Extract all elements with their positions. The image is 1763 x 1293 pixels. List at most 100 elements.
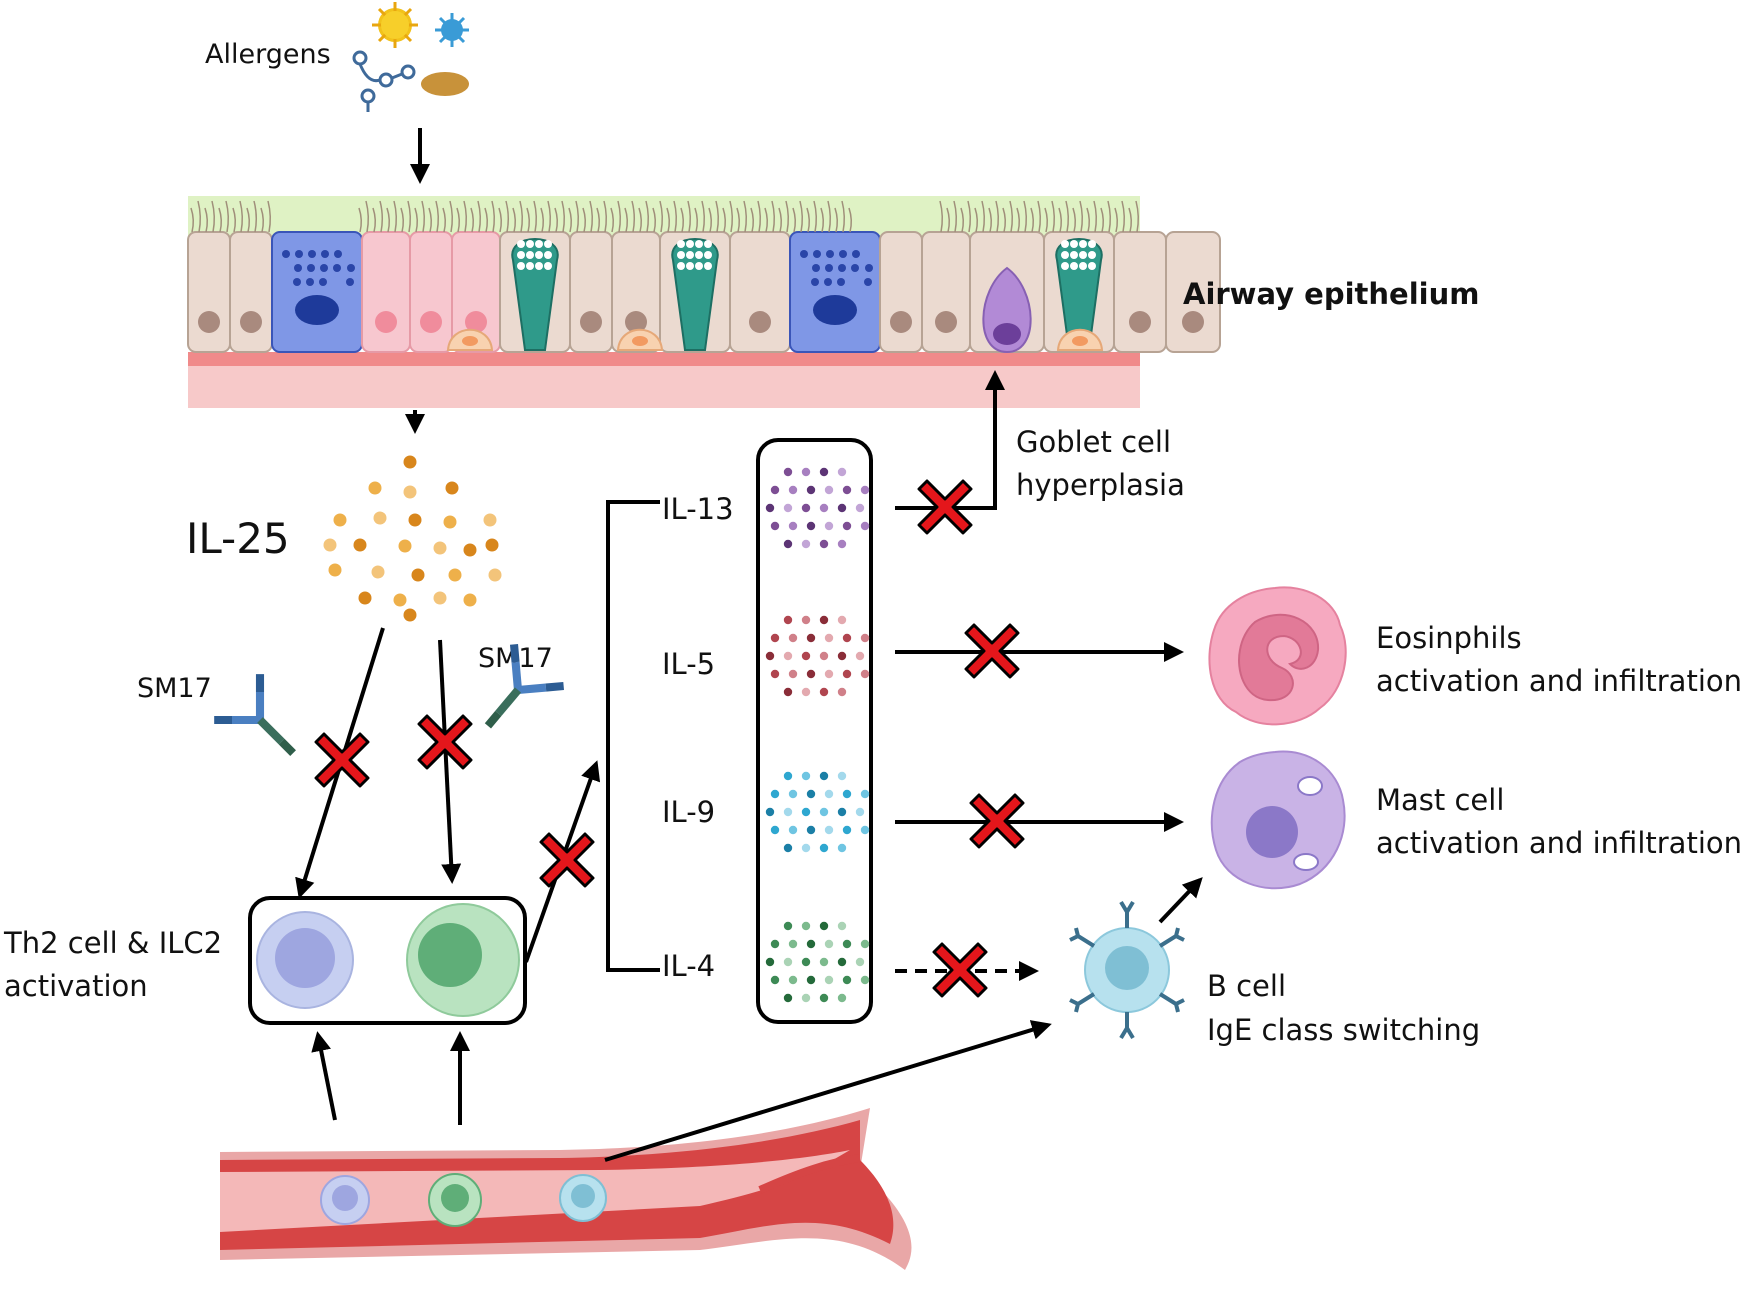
cytokine-molecule	[770, 939, 780, 949]
cytokine-molecule	[788, 633, 798, 643]
cytokine-molecule	[842, 825, 852, 835]
cytokine-molecule	[819, 687, 829, 697]
bcell-label-line1: B cell	[1207, 969, 1286, 1003]
il25-molecule	[411, 568, 425, 582]
cytokine-molecule	[860, 825, 870, 835]
cytokine-molecule	[837, 771, 847, 781]
cytokine-molecule	[765, 957, 775, 967]
airway-epithelium	[187, 196, 1221, 408]
cytokine-molecule	[824, 521, 834, 531]
cytokine-molecule	[783, 921, 793, 931]
antibody-icon-left	[214, 674, 316, 776]
cytokine-molecule	[860, 939, 870, 949]
cytokine-molecule	[860, 975, 870, 985]
cytokine-molecule	[855, 503, 865, 513]
cytokine-molecule	[801, 503, 811, 513]
il25-molecule	[333, 513, 347, 527]
cytokine-molecule	[819, 957, 829, 967]
cytokine-molecule	[860, 485, 870, 495]
cytokine-molecule	[860, 633, 870, 643]
epithelial-cell	[1165, 231, 1221, 353]
cytokine-molecule	[842, 939, 852, 949]
il25-molecule	[403, 485, 417, 499]
cytokine-molecule	[819, 771, 829, 781]
epithelial-cell	[789, 231, 881, 353]
cytokine-molecule	[788, 939, 798, 949]
cytokine-molecule	[837, 843, 847, 853]
cytokine-molecule	[801, 921, 811, 931]
epithelial-cell	[271, 231, 363, 353]
airway-epithelium-label: Airway epithelium	[1183, 277, 1479, 311]
cytokine-molecule	[765, 651, 775, 661]
cytokine-molecule	[824, 669, 834, 679]
cytokine-molecule	[819, 921, 829, 931]
mast-label-line2: activation and infiltration	[1376, 826, 1742, 860]
il25-molecule	[353, 538, 367, 552]
cytokine-molecule	[783, 651, 793, 661]
epithelial-cell	[729, 231, 791, 353]
epithelial-cell	[611, 231, 661, 353]
il25-molecule	[398, 539, 412, 553]
cytokine-molecule	[783, 807, 793, 817]
cytokine-molecule	[770, 975, 780, 985]
cytokine-molecule	[806, 825, 816, 835]
il25-molecule	[368, 481, 382, 495]
basal-cell	[616, 328, 664, 351]
pollen-icon	[372, 2, 418, 48]
arrow-vessel-to-bcell	[604, 1020, 1052, 1162]
cytokine-molecule	[842, 669, 852, 679]
arrow-il25-to-ilc2	[438, 639, 462, 884]
arrow-vessel-to-th2	[311, 1031, 337, 1121]
il25-molecule	[445, 481, 459, 495]
cytokine-molecule	[770, 825, 780, 835]
cytokine-molecule	[860, 789, 870, 799]
cytokine-molecule	[770, 669, 780, 679]
cytokine-molecule	[788, 485, 798, 495]
il25-molecule	[403, 455, 417, 469]
cytokine-molecule	[806, 485, 816, 495]
cytokine-molecule	[783, 503, 793, 513]
eosinophil-label-line1: Eosinphils	[1376, 621, 1522, 655]
cytokine-molecule	[783, 615, 793, 625]
cytokine-molecule	[801, 957, 811, 967]
cytokine-molecule	[819, 843, 829, 853]
cytokine-molecule	[819, 503, 829, 513]
cytokine-molecule	[801, 687, 811, 697]
cytokine-molecule	[783, 993, 793, 1003]
cytokine-molecule	[819, 467, 829, 477]
cytokine-molecule	[824, 789, 834, 799]
cytokine-molecule	[842, 521, 852, 531]
cytokine-bracket	[606, 500, 660, 972]
cytokine-molecule	[783, 771, 793, 781]
il25-molecule	[373, 511, 387, 525]
cytokine-molecule	[819, 615, 829, 625]
th2-ilc2-box	[248, 896, 527, 1025]
mite-icon	[435, 13, 469, 47]
il25-molecule	[463, 593, 477, 607]
arrow-il13-to-goblet	[895, 370, 1005, 510]
basal-cell	[1056, 328, 1104, 351]
il25-cytokine-cloud	[323, 455, 502, 622]
cytokine-molecule	[860, 521, 870, 531]
il25-molecule	[323, 538, 337, 552]
cytokine-molecule	[824, 633, 834, 643]
cytokine-molecule	[806, 633, 816, 643]
epithelial-cell	[569, 231, 613, 353]
cytokine-molecule	[837, 539, 847, 549]
cytokine-molecule	[824, 939, 834, 949]
il25-molecule	[393, 593, 407, 607]
il25-molecule	[371, 565, 385, 579]
il25-molecule	[328, 563, 342, 577]
cytokine-dots	[765, 467, 870, 1003]
il4-label: IL-4	[662, 949, 715, 983]
epithelial-cell	[1113, 231, 1167, 353]
cytokine-molecule	[824, 975, 834, 985]
cytokine-molecule	[788, 669, 798, 679]
il25-molecule	[463, 543, 477, 557]
cytokine-molecule	[860, 669, 870, 679]
cytokine-molecule	[819, 993, 829, 1003]
il25-molecule	[403, 608, 417, 622]
il25-molecule	[433, 541, 447, 555]
epithelial-cell	[229, 231, 273, 353]
